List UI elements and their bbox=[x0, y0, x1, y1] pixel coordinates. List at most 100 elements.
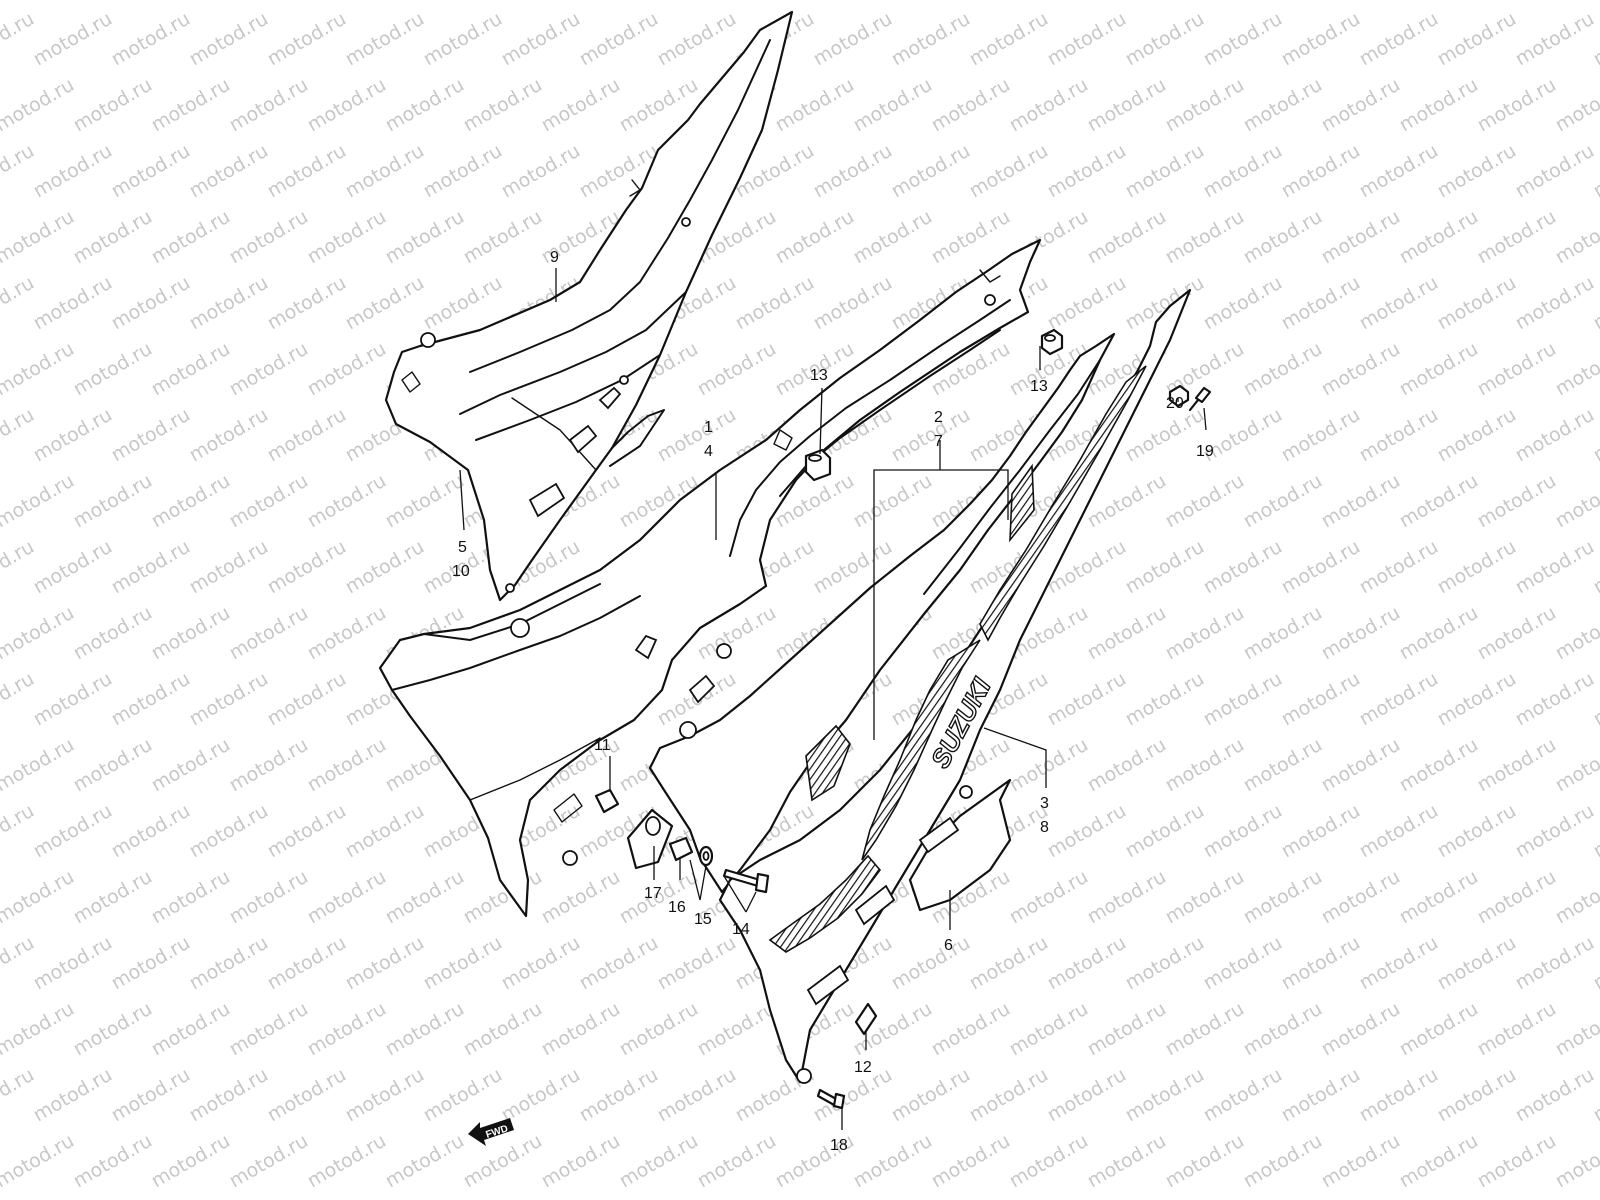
watermark-text: motod.ru bbox=[1434, 536, 1520, 599]
watermark-text: motod.ru bbox=[1006, 1130, 1092, 1193]
watermark-text: motod.ru bbox=[1396, 0, 1482, 4]
watermark-text: motod.ru bbox=[1356, 404, 1442, 467]
watermark-text: motod.ru bbox=[850, 0, 936, 4]
watermark-text: motod.ru bbox=[1240, 866, 1326, 929]
watermark-text: motod.ru bbox=[382, 866, 468, 929]
watermark-text: motod.ru bbox=[264, 404, 350, 467]
watermark-text: motod.ru bbox=[1552, 602, 1600, 665]
watermark-text: motod.ru bbox=[1278, 1064, 1364, 1127]
watermark-text: motod.ru bbox=[1122, 140, 1208, 203]
screw-19 bbox=[1188, 386, 1212, 412]
callout-13-right: 13 bbox=[1030, 378, 1048, 395]
callout-15: 15 bbox=[694, 911, 712, 928]
watermark-text: motod.ru bbox=[810, 272, 896, 335]
forward-arrow-icon: FWD bbox=[468, 1118, 514, 1146]
watermark-text: motod.ru bbox=[576, 8, 662, 71]
watermark-text: motod.ru bbox=[1006, 998, 1092, 1061]
callout-11: 11 bbox=[594, 737, 611, 754]
watermark-text: motod.ru bbox=[1122, 1064, 1208, 1127]
watermark-text: motod.ru bbox=[654, 932, 740, 995]
watermark-text: motod.ru bbox=[0, 338, 78, 401]
watermark-text: motod.ru bbox=[0, 1064, 38, 1127]
watermark-text: motod.ru bbox=[304, 338, 390, 401]
watermark-text: motod.ru bbox=[226, 0, 312, 4]
watermark-text: motod.ru bbox=[1434, 404, 1520, 467]
watermark-text: motod.ru bbox=[1474, 338, 1560, 401]
watermark-text: motod.ru bbox=[108, 536, 194, 599]
watermark-text: motod.ru bbox=[148, 470, 234, 533]
watermark-text: motod.ru bbox=[1044, 272, 1130, 335]
watermark-text: motod.ru bbox=[538, 0, 624, 4]
watermark-text: motod.ru bbox=[148, 734, 234, 797]
watermark-text: motod.ru bbox=[1552, 338, 1600, 401]
watermark-text: motod.ru bbox=[226, 206, 312, 269]
watermark-text: motod.ru bbox=[1278, 668, 1364, 731]
watermark-text: motod.ru bbox=[1278, 272, 1364, 335]
watermark-text: motod.ru bbox=[460, 74, 546, 137]
watermark-text: motod.ru bbox=[70, 206, 156, 269]
watermark-text: motod.ru bbox=[1512, 8, 1598, 71]
watermark-text: motod.ru bbox=[654, 404, 740, 467]
watermark-text: motod.ru bbox=[0, 998, 78, 1061]
watermark-text: motod.ru bbox=[966, 932, 1052, 995]
watermark-text: motod.ru bbox=[108, 800, 194, 863]
watermark-text: motod.ru bbox=[1278, 536, 1364, 599]
watermark-text: motod.ru bbox=[1318, 1130, 1404, 1193]
watermark-text: motod.ru bbox=[1200, 272, 1286, 335]
watermark-text: motod.ru bbox=[70, 734, 156, 797]
watermark-text: motod.ru bbox=[1162, 0, 1248, 4]
watermark-text: motod.ru bbox=[1084, 206, 1170, 269]
watermark-text: motod.ru bbox=[888, 8, 974, 71]
watermark-text: motod.ru bbox=[1084, 866, 1170, 929]
watermark-text: motod.ru bbox=[928, 1130, 1014, 1193]
watermark-text: motod.ru bbox=[30, 404, 116, 467]
watermark-text: motod.ru bbox=[1396, 998, 1482, 1061]
watermark-text: motod.ru bbox=[1474, 470, 1560, 533]
nut-20 bbox=[1168, 384, 1190, 408]
watermark-text: motod.ru bbox=[70, 338, 156, 401]
watermark-text: motod.ru bbox=[1200, 8, 1286, 71]
watermark-text: motod.ru bbox=[1474, 998, 1560, 1061]
watermark-text: motod.ru bbox=[186, 272, 272, 335]
watermark-text: motod.ru bbox=[148, 74, 234, 137]
watermark-text: motod.ru bbox=[1318, 206, 1404, 269]
watermark-text: motod.ru bbox=[186, 140, 272, 203]
watermark-text: motod.ru bbox=[1434, 668, 1520, 731]
callouts: 9 5 10 1 4 13 13 2 7 20 19 3 8 6 11 12 1… bbox=[452, 249, 1214, 1154]
watermark-text: motod.ru bbox=[264, 1064, 350, 1127]
watermark-text: motod.ru bbox=[888, 140, 974, 203]
watermark-text: motod.ru bbox=[148, 1130, 234, 1193]
watermark-text: motod.ru bbox=[420, 932, 506, 995]
watermark-text: motod.ru bbox=[108, 8, 194, 71]
watermark-text: motod.ru bbox=[1512, 272, 1598, 335]
watermark-text: motod.ru bbox=[1162, 734, 1248, 797]
watermark-text: motod.ru bbox=[1474, 602, 1560, 665]
watermark-text: motod.ru bbox=[382, 1130, 468, 1193]
rear-frame-cover-upper bbox=[384, 10, 794, 602]
watermark-text: motod.ru bbox=[1006, 0, 1092, 4]
watermark-text: motod.ru bbox=[108, 404, 194, 467]
watermark-text: motod.ru bbox=[108, 932, 194, 995]
watermark-text: motod.ru bbox=[186, 404, 272, 467]
watermark-text: motod.ru bbox=[1434, 140, 1520, 203]
watermark-text: motod.ru bbox=[1318, 602, 1404, 665]
watermark-text: motod.ru bbox=[498, 140, 584, 203]
watermark-text: motod.ru bbox=[1318, 338, 1404, 401]
watermark-text: motod.ru bbox=[1084, 602, 1170, 665]
watermark-text: motod.ru bbox=[0, 602, 78, 665]
watermark-text: motod.ru bbox=[108, 140, 194, 203]
watermark-text: motod.ru bbox=[1162, 602, 1248, 665]
watermark-text: motod.ru bbox=[264, 272, 350, 335]
watermark-text: motod.ru bbox=[928, 998, 1014, 1061]
watermark-text: motod.ru bbox=[264, 8, 350, 71]
watermark-text: motod.ru bbox=[30, 536, 116, 599]
watermark-text: motod.ru bbox=[186, 932, 272, 995]
watermark-text: motod.ru bbox=[888, 1064, 974, 1127]
watermark-text: motod.ru bbox=[30, 8, 116, 71]
watermark-text: motod.ru bbox=[226, 1130, 312, 1193]
watermark-text: motod.ru bbox=[148, 998, 234, 1061]
watermark-text: motod.ru bbox=[342, 536, 428, 599]
watermark-text: motod.ru bbox=[1396, 734, 1482, 797]
watermark-text: motod.ru bbox=[0, 800, 38, 863]
seal-12 bbox=[854, 1002, 878, 1036]
